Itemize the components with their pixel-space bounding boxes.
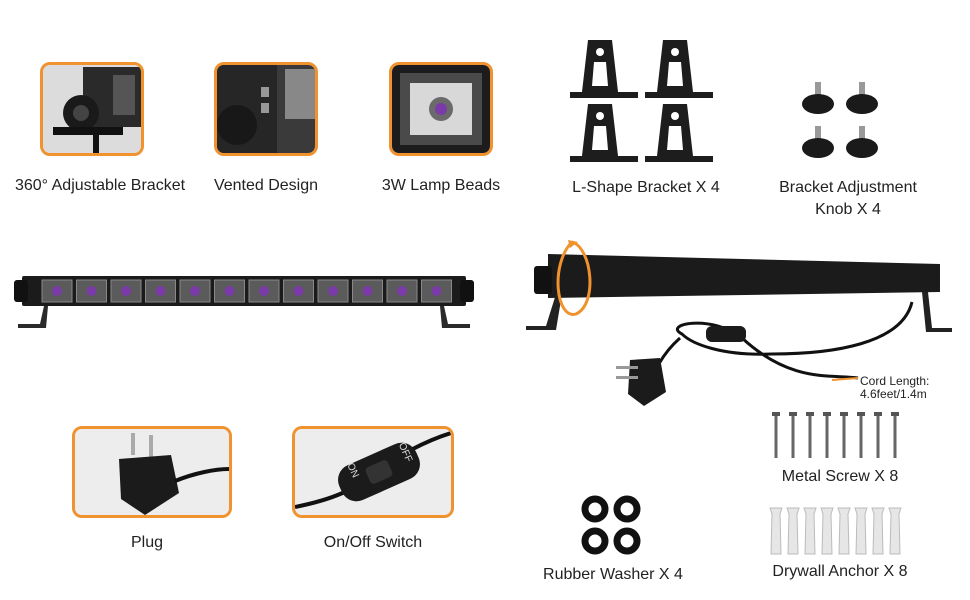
screw-head (840, 412, 848, 416)
vent-closeup-icon (217, 65, 315, 153)
screw-shaft (808, 416, 812, 458)
bracket-feature-label: 360° Adjustable Bracket (14, 177, 186, 194)
led-bead-center (86, 286, 97, 296)
screw-group (772, 412, 899, 458)
knob-icon (802, 82, 878, 158)
anchor-icon (769, 507, 902, 555)
led-bead-center (362, 286, 373, 296)
anchor-label: Drywall Anchor X 8 (772, 563, 908, 580)
anchor-body (837, 507, 851, 555)
led-bead-center (397, 286, 407, 296)
screw-label: Metal Screw X 8 (781, 468, 899, 485)
screw-head (891, 412, 899, 416)
anchor-body (786, 507, 800, 555)
screw-shaft (842, 416, 846, 458)
knob-label-line1: Bracket Adjustment (779, 179, 917, 196)
plug-label: Plug (130, 534, 164, 551)
anchor-group (769, 507, 902, 555)
knob-group (802, 82, 878, 158)
screw-head (874, 412, 882, 416)
led-bead-center (121, 286, 131, 296)
screw-shaft (791, 416, 795, 458)
screw-shaft (825, 416, 829, 458)
led-bead-center (155, 286, 166, 296)
switch-label: On/Off Switch (323, 534, 423, 551)
plug-icon (75, 429, 229, 515)
screw-head (772, 412, 780, 416)
cord-length-line2: 4.6feet/1.4m (860, 387, 927, 401)
washer-icon (581, 495, 641, 555)
screw-shaft (859, 416, 863, 458)
screw-icon (772, 412, 899, 458)
led-bead-center (52, 286, 62, 296)
lamp-thumbnail (389, 62, 493, 156)
light-bar-angled (526, 240, 952, 406)
screw-head (806, 412, 814, 416)
plug-thumbnail (72, 426, 232, 518)
screw-head (823, 412, 831, 416)
vented-feature-label: Vented Design (213, 177, 319, 194)
led-bead-center (431, 286, 442, 296)
screw-head (857, 412, 865, 416)
knob-label-line2: Knob X 4 (815, 201, 881, 218)
led-bead-center (224, 286, 235, 296)
anchor-body (769, 507, 783, 555)
lshape-bracket-group (570, 40, 713, 162)
led-bead-row (41, 279, 452, 303)
lamp-feature-label: 3W Lamp Beads (381, 177, 501, 194)
cord-length-line1: Cord Length: (860, 374, 930, 388)
lamp-bead-icon (392, 65, 490, 153)
light-bar-front (14, 276, 474, 328)
washer-label: Rubber Washer X 4 (543, 566, 683, 583)
switch-thumbnail: ON OFF (292, 426, 454, 518)
bracket-thumbnail (40, 62, 144, 156)
led-bead-center (328, 286, 338, 296)
anchor-body (803, 507, 817, 555)
screw-head (789, 412, 797, 416)
washer-group (581, 495, 641, 555)
lshape-bracket-label: L-Shape Bracket X 4 (572, 179, 720, 196)
screw-shaft (876, 416, 880, 458)
led-bead-center (293, 286, 304, 296)
switch-icon (295, 429, 451, 515)
anchor-body (820, 507, 834, 555)
bracket-icon (570, 40, 713, 162)
screw-shaft (893, 416, 897, 458)
anchor-body (854, 507, 868, 555)
led-bead-center (190, 286, 200, 296)
anchor-body (871, 507, 885, 555)
bracket-closeup-icon (43, 65, 141, 153)
screw-shaft (774, 416, 778, 458)
rotate-arrow-icon (556, 240, 592, 316)
led-bead-center (259, 286, 269, 296)
anchor-body (888, 507, 902, 555)
vented-thumbnail (214, 62, 318, 156)
